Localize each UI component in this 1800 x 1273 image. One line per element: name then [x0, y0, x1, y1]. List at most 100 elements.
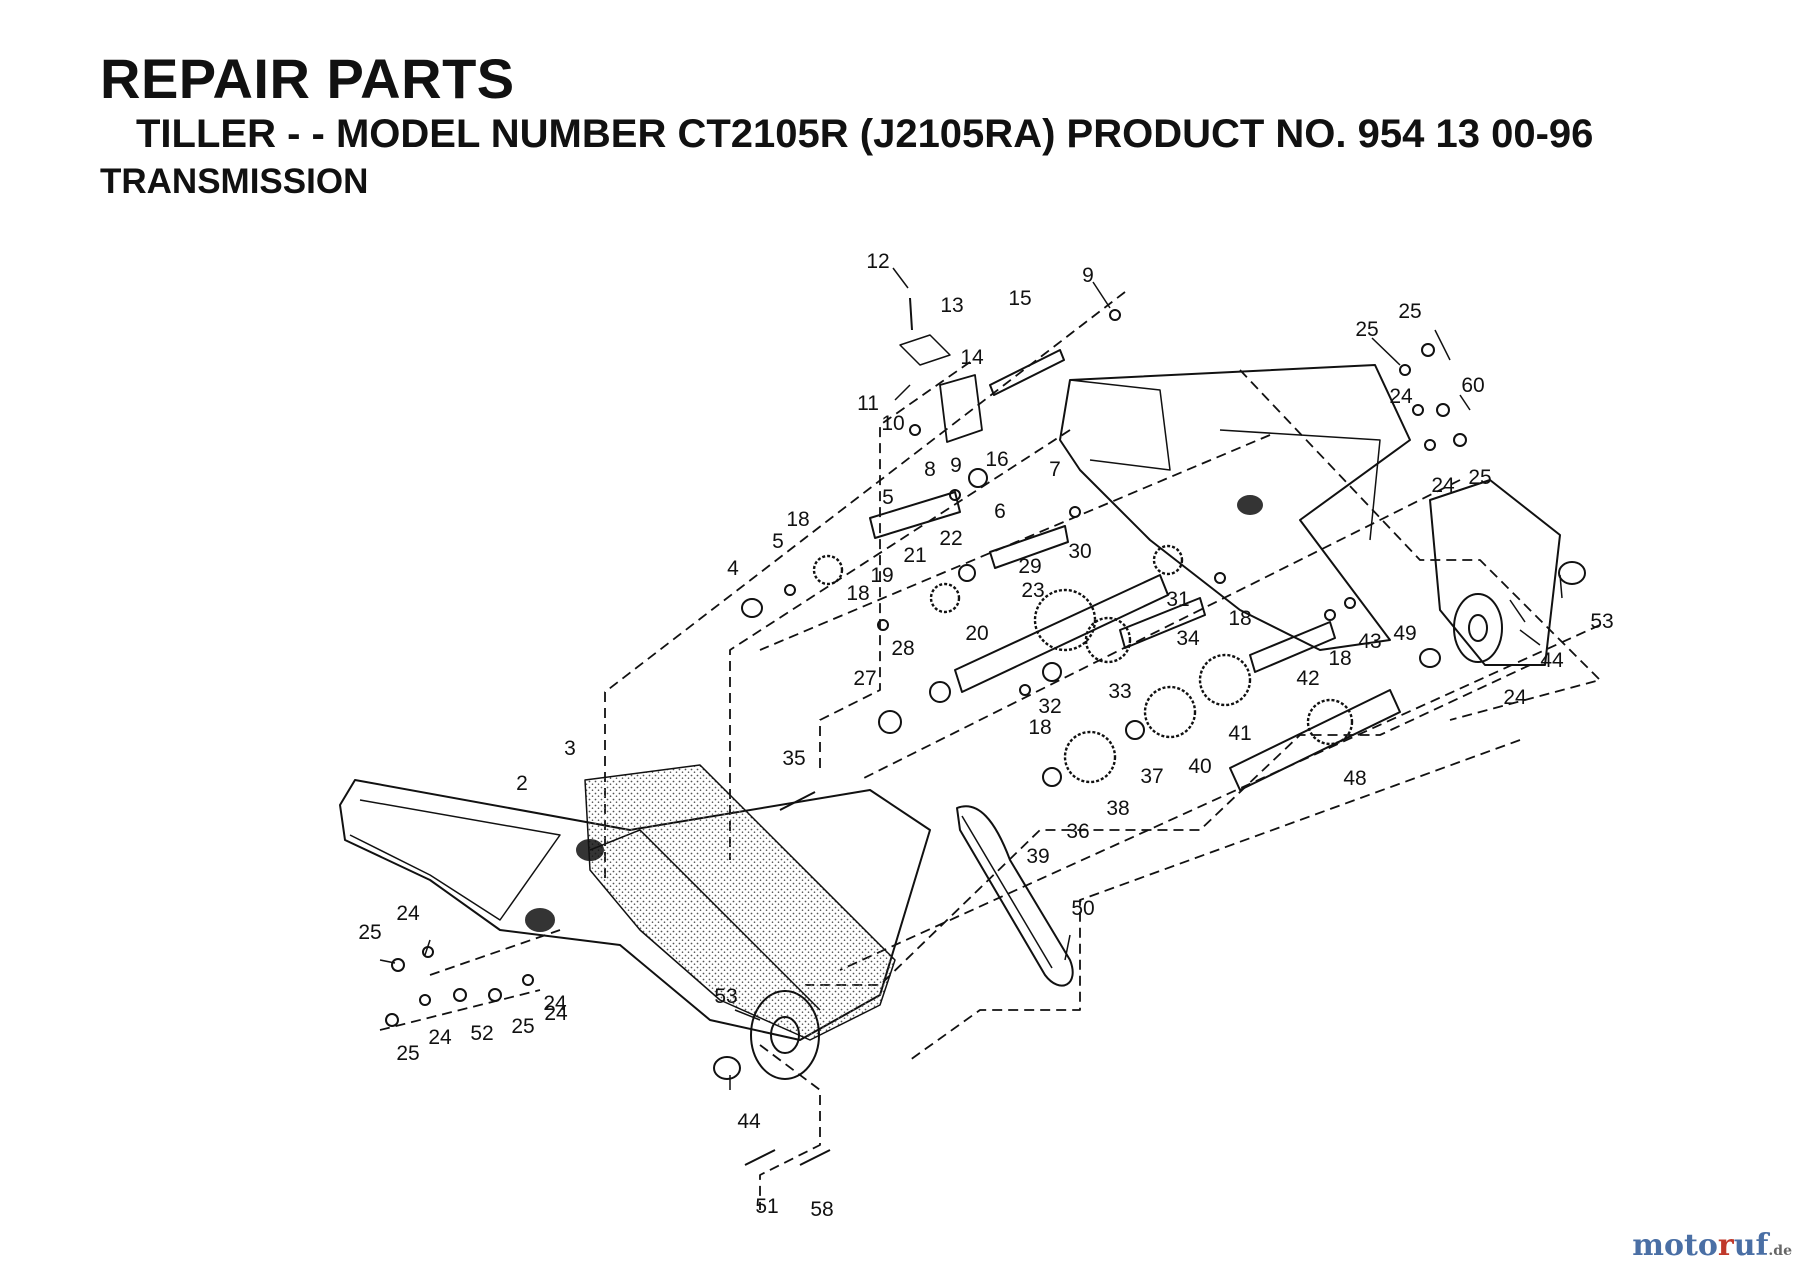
shift-lever [899, 334, 951, 366]
callout-37: 37 [1140, 765, 1163, 788]
callout-24: 24 [1431, 474, 1455, 497]
watermark-part-3: uf [1733, 1228, 1769, 1263]
nut-right-3 [1453, 433, 1467, 447]
axis-nuts [379, 989, 541, 1031]
dashed-frame-top [604, 291, 1126, 880]
washer-18c [1214, 572, 1226, 584]
callout-6: 6 [994, 500, 1006, 523]
bushing-lower [713, 1056, 741, 1080]
callout-8: 8 [924, 458, 936, 481]
callout-27: 27 [853, 667, 876, 690]
callout-38: 38 [1106, 797, 1129, 820]
callout-25: 25 [358, 921, 381, 944]
shift-rod-13 [909, 297, 913, 331]
page-title: REPAIR PARTS [100, 47, 515, 110]
callout-19: 19 [870, 564, 893, 587]
axis-bolts [429, 929, 561, 976]
callout-53: 53 [714, 985, 737, 1008]
gear-6 [812, 554, 844, 586]
callout-32: 32 [1038, 695, 1061, 718]
bushing-27 [878, 710, 902, 734]
callout-52: 52 [470, 1022, 493, 1045]
callout-25: 25 [396, 1042, 419, 1065]
washer-right-2 [1412, 404, 1424, 416]
washer-right-3 [1424, 439, 1436, 451]
callout-50: 50 [1071, 897, 1094, 920]
bushing-22 [958, 564, 976, 582]
left-housing-gasket [584, 764, 896, 1041]
washer-9a [1109, 309, 1121, 321]
sprocket-39 [1143, 685, 1197, 739]
callout-41: 41 [1228, 722, 1251, 745]
washer-18e [1344, 597, 1356, 609]
washer-42 [1324, 609, 1336, 621]
callout-28: 28 [891, 637, 914, 660]
callout-5: 5 [772, 530, 784, 553]
washer-18a [877, 619, 889, 631]
callout-4: 4 [727, 557, 739, 580]
callout-58: 58 [810, 1198, 833, 1221]
callout-18: 18 [1028, 716, 1051, 739]
callout-18: 18 [786, 508, 809, 531]
callout-9: 9 [1082, 264, 1094, 287]
callout-35: 35 [782, 747, 805, 770]
bushing-37a [1125, 720, 1145, 740]
callout-31: 31 [1166, 588, 1189, 611]
callout-24: 24 [428, 1026, 452, 1049]
shaft-23 [989, 525, 1069, 569]
housing-bore-lower [525, 908, 555, 932]
callout-25: 25 [1398, 300, 1421, 323]
housing-bore-upper [576, 839, 604, 861]
shaft-30 [954, 574, 1169, 693]
lower-pulley [750, 990, 820, 1080]
callout-22: 22 [939, 527, 962, 550]
sprocket-49 [1306, 698, 1354, 746]
bushing-upper [1558, 561, 1586, 585]
drive-belt [956, 805, 1074, 987]
bushing-32 [1042, 662, 1062, 682]
bolt-58 [799, 1149, 831, 1166]
callout-5: 5 [882, 486, 894, 509]
callout-49: 49 [1393, 622, 1416, 645]
callout-25: 25 [511, 1015, 534, 1038]
dashed-frame-shift [819, 361, 971, 770]
callout-2: 2 [516, 772, 528, 795]
section-title: TRANSMISSION [100, 162, 369, 201]
sprocket-38 [1063, 730, 1117, 784]
center-axis [839, 624, 1601, 971]
shaft-16 [989, 349, 1065, 396]
shaft-7 [869, 491, 961, 539]
washer-left-1 [422, 946, 434, 958]
washer-18d [1019, 684, 1031, 696]
shift-bracket [939, 374, 983, 443]
bolt-51 [744, 1149, 776, 1166]
nut-left-4 [453, 988, 467, 1002]
callout-48: 48 [1343, 767, 1366, 790]
callout-33: 33 [1108, 680, 1131, 703]
callout-3: 3 [564, 737, 576, 760]
gear-31 [1152, 544, 1184, 576]
callout-7: 7 [1049, 458, 1061, 481]
nut-left-3 [488, 988, 502, 1002]
watermark: motoruf.de [1632, 1228, 1792, 1263]
callout-18: 18 [1228, 607, 1251, 630]
nut-right-2 [1436, 403, 1450, 417]
bushing-37b [1042, 767, 1062, 787]
callout-12: 12 [866, 250, 889, 273]
callout-25: 25 [1355, 318, 1378, 341]
bushing-8 [968, 468, 988, 488]
shaft-34 [1119, 597, 1206, 649]
callout-24: 24 [543, 992, 567, 1015]
model-subtitle: TILLER - - MODEL NUMBER CT2105R (J2105RA… [136, 112, 1594, 156]
bushing-43 [1419, 648, 1441, 668]
callout-24: 24 [1389, 385, 1413, 408]
callout-23: 23 [1021, 579, 1044, 602]
washer-9b [909, 424, 921, 436]
nut-left-1 [391, 958, 405, 972]
washer-left-2 [419, 994, 431, 1006]
callout-24: 24 [544, 1002, 568, 1025]
callout-21: 21 [903, 544, 926, 567]
callout-11: 11 [857, 392, 879, 415]
